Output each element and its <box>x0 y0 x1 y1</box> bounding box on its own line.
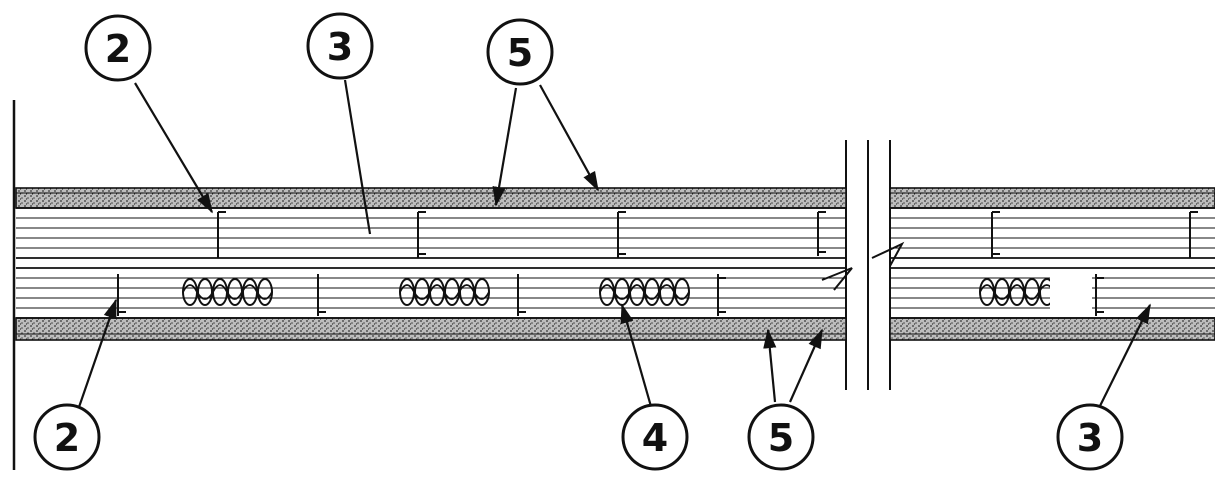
callout-top-left-2: 2 <box>84 14 152 82</box>
leader-lines <box>76 79 1151 411</box>
top-board-layer <box>15 187 847 209</box>
insulation-left-2 <box>399 278 490 306</box>
right-wall-section <box>889 187 1215 341</box>
callout-top-5: 5 <box>486 18 554 86</box>
bottom-board-layer <box>15 317 847 341</box>
break-line <box>821 140 905 390</box>
callout-label: 2 <box>105 27 131 71</box>
upper-stud-row <box>16 207 846 259</box>
left-wall-section <box>12 100 847 470</box>
callout-label: 3 <box>1077 416 1103 460</box>
callout-bottom-right-3: 3 <box>1056 403 1124 471</box>
callout-label: 5 <box>768 416 794 460</box>
insulation-left-1 <box>182 278 273 306</box>
callout-label: 2 <box>54 416 80 460</box>
callout-bottom-5: 5 <box>747 403 815 471</box>
callout-label: 5 <box>507 31 533 75</box>
insulation-left-3 <box>599 278 690 306</box>
callout-label: 3 <box>327 25 353 69</box>
callout-label: 4 <box>642 416 668 460</box>
callout-bottom-4: 4 <box>621 403 689 471</box>
callout-bottom-left-2: 2 <box>33 403 101 471</box>
callout-top-3: 3 <box>306 12 374 80</box>
